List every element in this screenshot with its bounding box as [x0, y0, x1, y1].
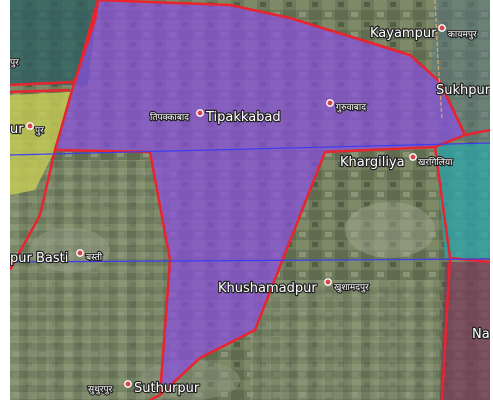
place-suthurpur[interactable]: सुथुरपुर Suthurpur	[87, 380, 201, 397]
place-khargiliya[interactable]: Khargiliya खरगिलिया	[339, 153, 454, 171]
place-marker-icon	[26, 122, 34, 130]
region-tipakkabad[interactable]	[53, 0, 467, 397]
place-local-label: कायमपुर	[448, 30, 477, 40]
place-pur-basti[interactable]: pur Basti बस्ती	[10, 249, 104, 267]
place-name-label: pur Basti	[10, 251, 68, 266]
region-east-cyan[interactable]	[435, 143, 490, 258]
place-name-label: Khargiliya	[340, 155, 405, 170]
map-view[interactable]: तिपक्काबाद Tipakkabad Kayampur कायमपुर S…	[10, 0, 490, 400]
place-name-label: Na	[472, 327, 490, 342]
place-unnamed-village[interactable]: गुरुवाबाद	[326, 99, 367, 114]
place-east-na[interactable]: Na	[471, 326, 490, 343]
place-local-label: पुर	[35, 126, 44, 136]
place-marker-icon	[326, 99, 334, 107]
place-name-label: Tipakkabad	[205, 110, 281, 125]
place-northwest-pur[interactable]: पुर	[10, 57, 20, 69]
place-tipakkabad[interactable]: तिपक्काबाद Tipakkabad	[149, 109, 282, 126]
place-name-label: Sukhpur	[436, 83, 490, 98]
place-local-label: खुशामदपुर	[334, 283, 369, 293]
place-local-label: गुरुवाबाद	[336, 103, 366, 113]
place-marker-icon	[438, 24, 446, 32]
place-local-label: खरगिलिया	[418, 156, 453, 168]
place-name-label: ur	[10, 122, 24, 137]
place-name-label: Kayampur	[370, 26, 437, 41]
place-local-label: पुर	[10, 58, 19, 68]
region-east-maroon[interactable]	[440, 262, 490, 400]
region-northwest[interactable]	[10, 0, 98, 85]
place-kayampur[interactable]: Kayampur कायमपुर	[369, 24, 478, 42]
place-marker-icon	[196, 109, 204, 117]
place-local-label: सुथुरपुर	[88, 385, 113, 395]
place-marker-icon	[409, 153, 417, 161]
road	[434, 0, 443, 121]
place-khushamadpur[interactable]: Khushamadpur खुशामदपुर	[217, 278, 370, 297]
place-sukhpur[interactable]: Sukhpur	[435, 82, 490, 99]
place-west-pur[interactable]: ur पुर	[10, 121, 45, 138]
place-marker-icon	[324, 278, 332, 286]
place-marker-icon	[124, 380, 132, 388]
place-name-label: Suthurpur	[134, 381, 200, 396]
guide-lines	[10, 142, 490, 263]
place-marker-icon	[76, 249, 84, 257]
place-name-label: Khushamadpur	[218, 281, 317, 296]
place-local-label: बस्ती	[86, 251, 103, 263]
district-boundaries	[10, 0, 490, 400]
place-local-label: तिपक्काबाद	[150, 111, 189, 123]
region-west-yellow[interactable]	[10, 92, 70, 195]
